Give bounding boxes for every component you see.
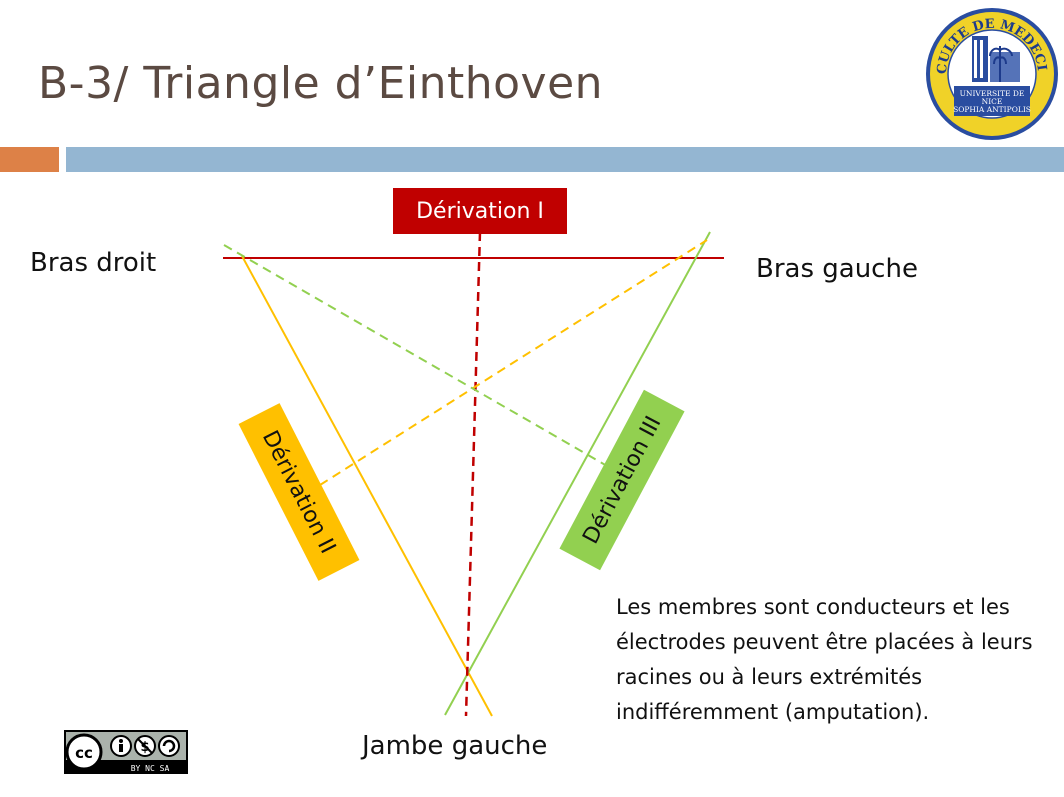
svg-text:$: $ (140, 740, 149, 755)
slide-title: B-3/ Triangle d’Einthoven (38, 58, 604, 109)
explanation-note: Les membres sont conducteurs et les élec… (616, 595, 1033, 724)
lead-2-line (241, 255, 493, 717)
lead-1-axis-dashed (464, 231, 482, 717)
logo-campus: SOPHIA ANTIPOLIS (953, 105, 1031, 114)
svg-text:cc: cc (75, 744, 93, 762)
faculty-logo: FACULTE DE MEDECINE UNIVERSITE DE NICE S… (924, 6, 1058, 140)
logo-city: NICE (982, 97, 1003, 106)
right-arm-label: Bras droit (30, 248, 157, 278)
lead-1-box: Dérivation I (393, 188, 567, 234)
cc-text: BY NC SA (131, 764, 170, 773)
lead-2-axis-dashed (319, 239, 708, 486)
accent-bar-blue (66, 147, 1064, 172)
lead-3-line (444, 231, 711, 716)
left-leg-label: Jambe gauche (362, 731, 548, 761)
left-arm-label: Bras gauche (756, 254, 918, 284)
accent-bar-orange (0, 147, 59, 172)
lead-3-axis-dashed (223, 244, 608, 467)
cc-by-nc-sa-icon: cc $ BY NC SA (64, 730, 188, 774)
logo-university: UNIVERSITE DE (960, 89, 1025, 98)
lead-1-label: Dérivation I (416, 198, 544, 224)
